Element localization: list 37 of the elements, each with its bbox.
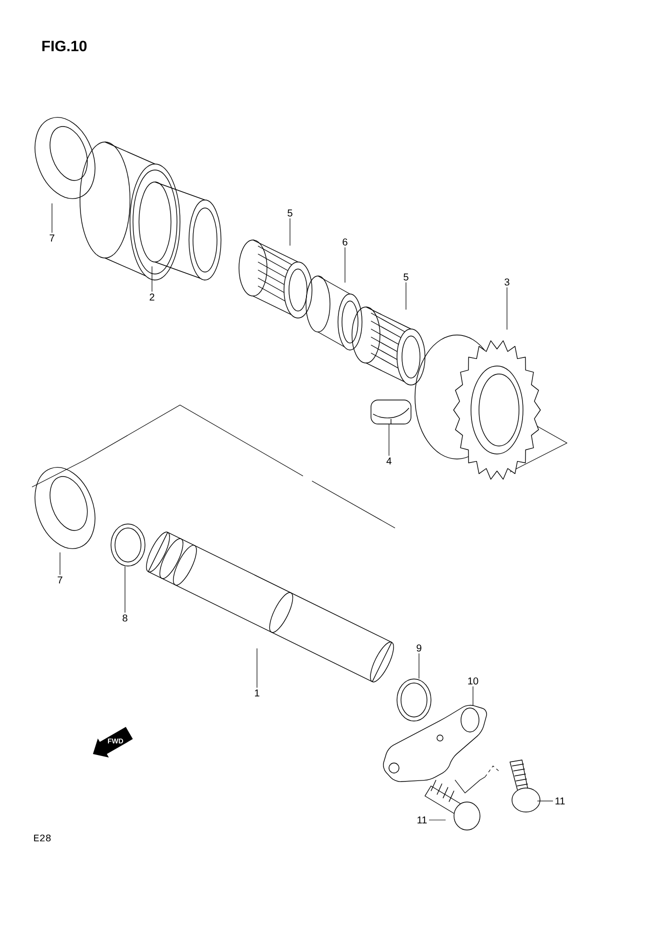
model-code: E28 [34, 834, 51, 842]
callout-number: 8 [122, 614, 128, 622]
callout-number: 7 [50, 234, 54, 242]
needle-bearing-drawing [352, 306, 426, 386]
o-ring-drawing [396, 678, 432, 722]
leader-line [418, 653, 420, 679]
callout-number: 3 [504, 278, 510, 286]
collar-drawing [306, 276, 362, 350]
washer-drawing [34, 467, 96, 549]
o-ring-drawing [110, 524, 146, 566]
housing-drawing [80, 142, 222, 280]
callout-number: 11 [418, 816, 427, 824]
callout-number: 5 [404, 274, 408, 280]
leader-line [388, 424, 390, 456]
callout-number: 6 [342, 238, 348, 246]
needle-bearing-drawing [238, 240, 312, 318]
key-drawing [370, 400, 412, 424]
callout-number: 5 [288, 210, 292, 216]
leader-line [472, 686, 474, 706]
callout-number: 11 [556, 798, 565, 804]
callout-number: 4 [386, 458, 392, 464]
callout-number: 10 [468, 677, 478, 685]
leader-line [344, 247, 346, 283]
bolt-drawing [510, 760, 540, 812]
shaft-drawing [146, 532, 394, 682]
callout-number: 2 [150, 294, 154, 300]
leader-line [256, 648, 258, 688]
callout-number: 7 [58, 576, 62, 584]
gear-drawing [414, 334, 541, 480]
washer-drawing [34, 117, 96, 199]
lever-drawing [383, 704, 487, 782]
leader-line [537, 800, 554, 802]
leader-line [506, 287, 508, 330]
callout-number: 1 [254, 690, 260, 696]
figure-title: FIG.10 [42, 40, 87, 52]
leader-line [124, 566, 126, 613]
callout-number: 9 [416, 644, 422, 652]
